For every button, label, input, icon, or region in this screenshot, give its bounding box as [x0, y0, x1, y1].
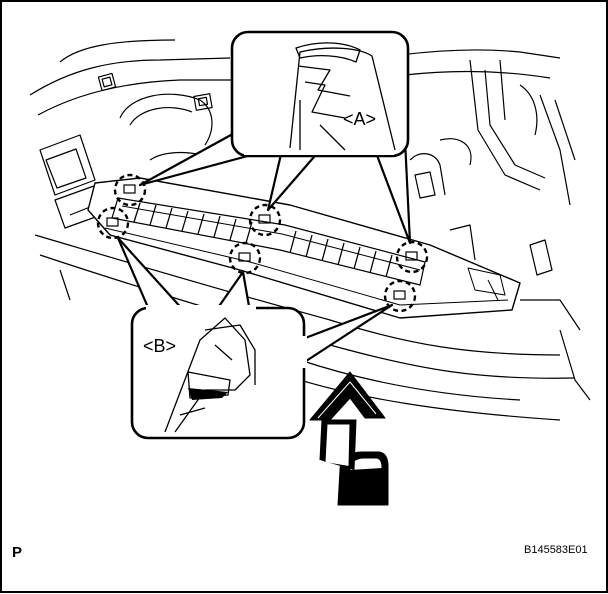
callout-a-label: <A> [343, 109, 376, 129]
clip-marker-a3 [395, 240, 429, 274]
clip-glyphs [106, 184, 418, 300]
clip-marker-a1 [113, 173, 147, 207]
callout-b: <B> [116, 236, 394, 440]
callout-b-label: <B> [143, 336, 176, 356]
direction-arrow [309, 371, 389, 506]
clip-marker-a2 [248, 203, 282, 237]
clip-marker-b1 [96, 206, 130, 240]
figure-code: B145583E01 [524, 544, 588, 556]
vent-panel [87, 177, 521, 319]
clip-markers [96, 173, 429, 313]
clip-marker-b3 [383, 279, 417, 313]
clip-marker-b2 [228, 241, 262, 275]
callout-a: <A> [138, 30, 412, 245]
corner-label: P [12, 544, 22, 561]
